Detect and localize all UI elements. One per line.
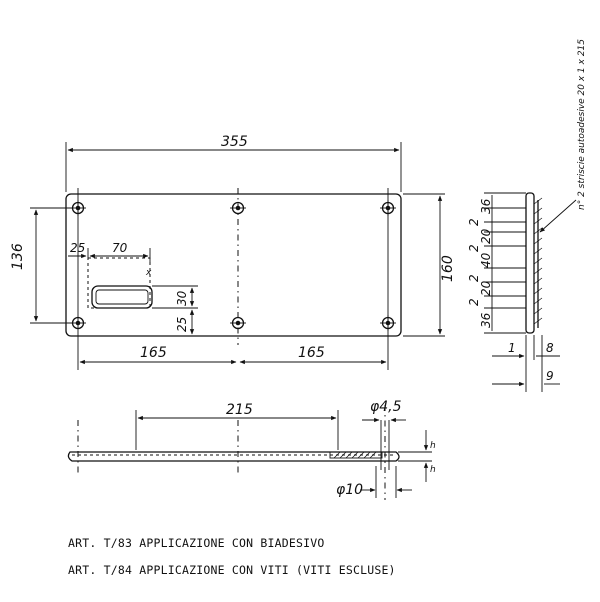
side-pitch-20-a: 20 — [479, 228, 493, 244]
slot: x — [87, 257, 153, 309]
dim-counterbore-label: φ10 — [336, 482, 363, 498]
side-pitch-2-b: 2 — [467, 244, 481, 252]
side-pitch-20-b: 20 — [479, 280, 493, 296]
side-pitch-36-top: 36 — [479, 198, 493, 214]
side-note: n° 2 striscie autoadesive 20 x 1 x 215 — [577, 39, 587, 210]
side-view: 36 2 20 2 40 2 20 2 36 1 8 9 n° 2 strisc… — [467, 39, 587, 392]
dim-hole-spacing-vertical: 136 — [10, 207, 72, 324]
side-dim-8-label: 8 — [546, 341, 554, 355]
side-pitch-2-d: 2 — [467, 298, 481, 306]
section-plate — [67, 451, 400, 462]
dim-hole-spacing-horizontal: 165 165 — [79, 345, 387, 365]
dim-h-top-label: h — [430, 441, 436, 451]
slot-opening — [91, 285, 153, 309]
side-pitch-2-c: 2 — [467, 274, 481, 282]
dim-160-label: 160 — [440, 255, 456, 282]
caption-t83: ART. T/83 APPLICAZIONE CON BIADESIVO — [68, 536, 325, 550]
dim-165-right-label: 165 — [298, 345, 325, 361]
side-pitch-2-a: 2 — [467, 218, 481, 226]
caption-t84: ART. T/84 APPLICAZIONE CON VITI (VITI ES… — [68, 563, 396, 577]
dim-hole-diameter-label: φ4,5 — [370, 399, 402, 415]
dim-215-label: 215 — [226, 402, 253, 418]
slot-corner-mark: x — [145, 268, 152, 278]
dim-70-label: 70 — [112, 241, 128, 255]
dim-25-vertical-label: 25 — [175, 317, 189, 332]
dim-overall-height: 160 — [403, 193, 456, 337]
dim-overall-width: 355 — [65, 134, 402, 192]
section-strip — [329, 451, 383, 459]
side-hatching — [533, 197, 543, 325]
dim-30-label: 30 — [175, 290, 189, 306]
dim-overall-width-label: 355 — [221, 134, 248, 150]
dim-slot-vertical: 30 25 — [152, 285, 198, 335]
dim-25-label: 25 — [70, 241, 85, 255]
dim-h-bottom-label: h — [430, 465, 436, 475]
section-view: 215 φ4,5 φ10 h h — [67, 399, 436, 500]
plate-outline — [65, 193, 402, 337]
dim-slot-horizontal: 25 70 — [68, 241, 151, 262]
dim-165-left-label: 165 — [140, 345, 167, 361]
dim-136-label: 136 — [10, 243, 26, 270]
mounting-holes — [70, 200, 396, 331]
side-pitch-36-bottom: 36 — [479, 312, 493, 328]
side-plate — [525, 192, 535, 334]
side-dim-9-label: 9 — [546, 369, 554, 383]
side-dim-1-label: 1 — [508, 341, 516, 355]
front-view: x 355 136 160 25 — [10, 134, 456, 370]
side-pitch-40: 40 — [479, 252, 493, 268]
